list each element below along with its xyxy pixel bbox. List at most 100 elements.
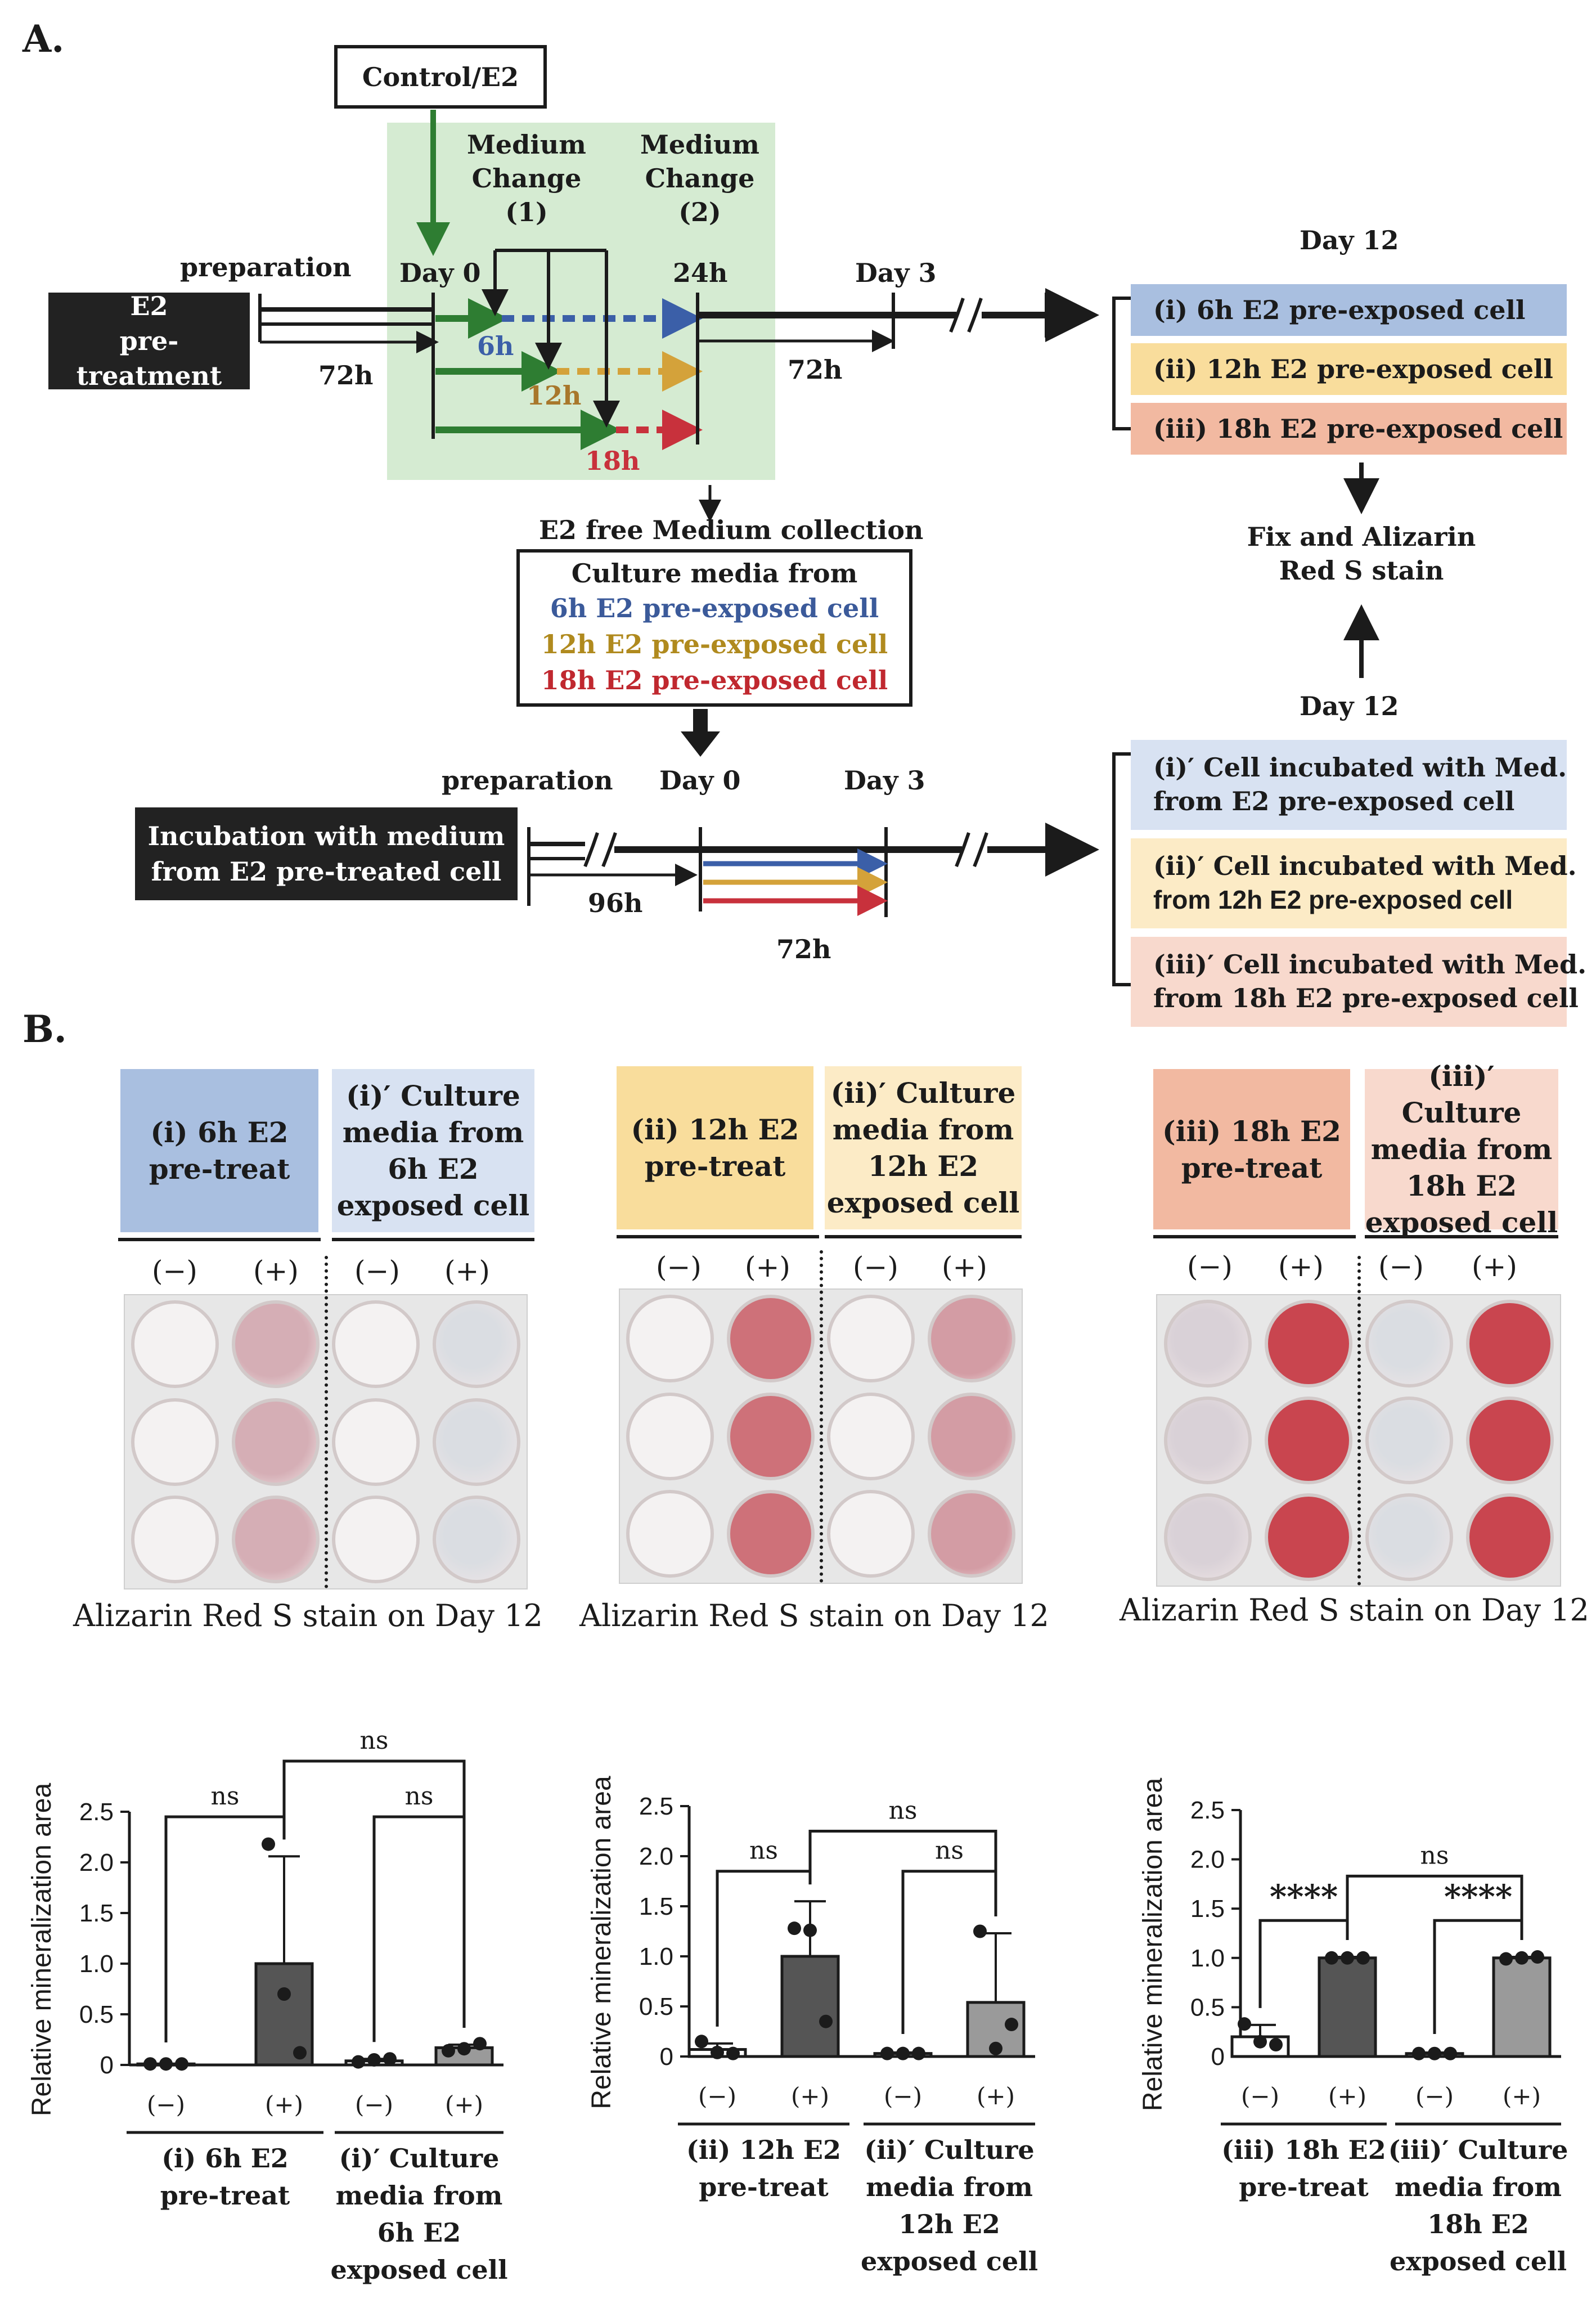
y-tick-label: 0 — [100, 2051, 114, 2079]
data-point — [1356, 1951, 1370, 1965]
plate-divider — [820, 1250, 823, 1583]
data-point — [1515, 1951, 1528, 1965]
group-label: (i) 6h E2 — [161, 2143, 289, 2174]
result-iii-prime: (iii)′ Cell incubated with Med. from 18h… — [1131, 937, 1587, 1027]
group-label: 12h E2 — [898, 2209, 1000, 2239]
day0-bottom-label: Day 0 — [659, 765, 741, 796]
culture-well — [927, 1294, 1015, 1382]
header-iii: (iii) 18h E2 pre-treat — [1153, 1069, 1350, 1229]
result-ii-prime: (ii)′ Cell incubated with Med. from 12h … — [1131, 838, 1577, 928]
significance-label: ns — [211, 1782, 240, 1811]
timeline-diagram — [258, 110, 1379, 986]
plate-divider — [325, 1256, 328, 1588]
significance-bracket — [1346, 1874, 1523, 1941]
y-tick-label: 2.0 — [639, 1843, 673, 1870]
sign-label: (+) — [253, 1255, 299, 1287]
sign-label: (+) — [745, 1251, 790, 1283]
result-iii: (iii) 18h E2 pre-exposed cell — [1131, 403, 1567, 455]
result-i-prime-line2: from E2 pre-exposed cell — [1153, 786, 1515, 816]
data-point — [819, 2014, 833, 2028]
header-ii-prime-line: 12h E2 — [867, 1150, 979, 1183]
e2-pretreatment-box: E2 pre-treatment — [48, 291, 250, 391]
group-label: (i)′ Culture — [339, 2143, 500, 2174]
culture-well — [726, 1294, 815, 1382]
culture-well — [1163, 1493, 1252, 1581]
significance-label: ns — [889, 1797, 918, 1825]
culture-well — [1264, 1300, 1352, 1388]
day0-label: Day 0 — [399, 258, 481, 288]
culture-well — [626, 1294, 714, 1382]
culture-well — [332, 1496, 420, 1584]
culture-line-18h: 18h E2 pre-exposed cell — [541, 665, 888, 695]
x-tick-label: (−) — [355, 2091, 393, 2118]
y-tick-label: 1.0 — [79, 1950, 114, 1978]
header-ii-prime-line: (ii)′ Culture — [830, 1076, 1016, 1110]
culture-well — [231, 1496, 320, 1584]
data-point — [457, 2042, 471, 2056]
header-ii: (ii) 12h E2 pre-treat — [617, 1066, 813, 1229]
h72-bottom-label: 72h — [776, 934, 831, 964]
significance-bracket — [372, 1815, 466, 2042]
incubation-box: Incubation with medium from E2 pre-treat… — [135, 807, 518, 900]
significance-label: ns — [360, 1726, 389, 1755]
data-point — [352, 2055, 365, 2069]
header-ii-prime-line: media from — [832, 1113, 1014, 1146]
culture-well — [432, 1496, 520, 1584]
result-ii: (ii) 12h E2 pre-exposed cell — [1131, 343, 1567, 395]
y-tick-label: 1.5 — [79, 1900, 114, 1927]
culture-well — [231, 1300, 320, 1388]
header-iii-prime-line: media from — [1370, 1133, 1553, 1166]
results-bracket-bottom — [1112, 752, 1131, 986]
header-iii-line: (iii) 18h E2 — [1162, 1114, 1341, 1148]
day3-bottom-label: Day 3 — [844, 765, 925, 796]
stain-group-ii: (ii) 12h E2 pre-treat (ii)′ Culture medi… — [617, 1066, 1033, 1539]
x-tick-label: (+) — [977, 2082, 1015, 2110]
data-point — [262, 1837, 275, 1851]
header-ii-prime: (ii)′ Culture media from 12h E2 exposed … — [825, 1066, 1022, 1229]
incubation-line: from E2 pre-treated cell — [151, 856, 502, 887]
culture-line-12h: 12h E2 pre-exposed cell — [541, 629, 888, 659]
plate-ii — [619, 1250, 1023, 1584]
header-i-prime: (i)′ Culture media from 6h E2 exposed ce… — [332, 1069, 534, 1232]
header-i-prime-line: 6h E2 — [388, 1152, 479, 1186]
header-rule — [332, 1238, 534, 1241]
culture-well — [1365, 1397, 1453, 1484]
result-i: (i) 6h E2 pre-exposed cell — [1131, 284, 1567, 336]
x-tick-label: (+) — [1328, 2082, 1366, 2110]
group-label: pre-treat — [1239, 2172, 1369, 2202]
panel-b-letter: B. — [23, 1007, 67, 1051]
culture-well — [827, 1392, 915, 1480]
group-label: media from — [336, 2180, 503, 2211]
header-i: (i) 6h E2 pre-treat — [120, 1069, 318, 1232]
data-point — [159, 2057, 173, 2071]
medium-change-1-label: Medium Change (1) — [467, 128, 586, 229]
data-point — [880, 2046, 894, 2060]
culture-well — [626, 1392, 714, 1480]
data-point — [143, 2057, 157, 2071]
group-label: media from — [866, 2172, 1033, 2202]
culture-well — [827, 1490, 915, 1578]
culture-well — [1465, 1397, 1554, 1484]
group-label: (iii) 18h E2 — [1221, 2135, 1386, 2165]
significance-bracket — [808, 1830, 997, 1917]
data-point — [473, 2037, 487, 2051]
group-label: 6h E2 — [377, 2217, 461, 2248]
sign-label: (+) — [444, 1255, 490, 1287]
culture-well — [432, 1300, 520, 1388]
significance-label: ns — [405, 1782, 434, 1811]
x-tick-label: (+) — [445, 2091, 483, 2118]
result-iii-prime-line2: from 18h E2 pre-exposed cell — [1153, 983, 1579, 1013]
sign-label: (+) — [942, 1251, 987, 1283]
h96-label: 96h — [588, 888, 643, 918]
h72-left-label: 72h — [318, 360, 374, 390]
significance-label: ns — [935, 1836, 964, 1865]
header-rule — [617, 1235, 819, 1238]
result-iii-prime-line1: (iii)′ Cell incubated with Med. — [1153, 949, 1587, 980]
culture-well — [131, 1300, 219, 1388]
x-tick-label: (−) — [147, 2091, 185, 2118]
data-point — [1428, 2046, 1441, 2060]
culture-well — [726, 1490, 815, 1578]
data-point — [1005, 2018, 1018, 2032]
data-point — [973, 1924, 987, 1938]
data-point — [1253, 2035, 1267, 2049]
